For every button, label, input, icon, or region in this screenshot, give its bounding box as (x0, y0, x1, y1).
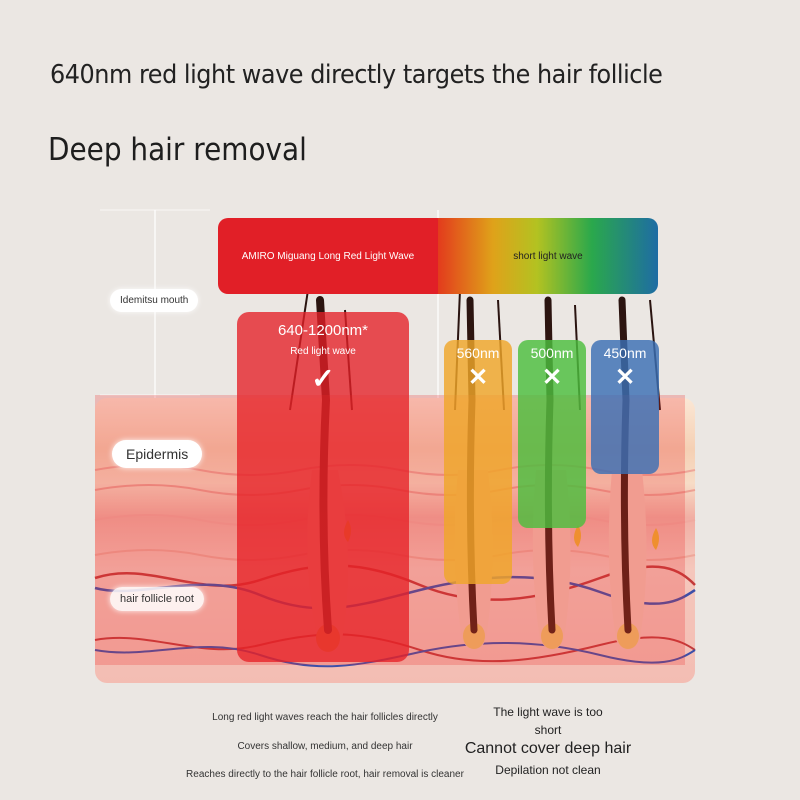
left-note-3: Reaches directly to the hair follicle ro… (186, 769, 464, 780)
right-note-1: The light wave is too (493, 705, 603, 719)
cross-icon: ✕ (467, 364, 489, 391)
long-wave-bar-label: AMIRO Miguang Long Red Light Wave (241, 250, 415, 262)
check-icon: ✓ (311, 363, 335, 394)
left-note-2: Covers shallow, medium, and deep hair (237, 741, 413, 752)
panel-500 (518, 340, 586, 528)
short-wave-bar-label: short light wave (513, 250, 583, 262)
wavelength-500: 500nm (530, 345, 574, 361)
mouth-label: Idemitsu mouth (110, 289, 199, 312)
cross-icon: ✕ (614, 364, 636, 391)
red-light-panel (237, 312, 409, 662)
panel-560 (444, 340, 512, 584)
red-label: Red light wave (290, 346, 356, 357)
cross-icon: ✕ (541, 364, 563, 391)
headline: 640nm red light wave directly targets th… (50, 60, 663, 90)
short-wave-bar: short light wave (438, 218, 658, 294)
page-title: Deep hair removal (48, 132, 307, 168)
wavelength-560: 560nm (456, 345, 500, 361)
red-light-spread (95, 395, 685, 665)
root-label: hair follicle root (110, 587, 204, 611)
left-note-1: Long red light waves reach the hair foll… (212, 712, 438, 723)
right-note-2: short (534, 723, 562, 737)
wavelength-450: 450nm (603, 345, 647, 361)
long-wave-bar: AMIRO Miguang Long Red Light Wave (218, 218, 438, 294)
panel-450 (591, 340, 659, 474)
epidermis-label: Epidermis (112, 440, 203, 468)
red-range: 640-1200nm* (277, 322, 369, 339)
right-note-3: Cannot cover deep hair (464, 740, 632, 757)
right-note-4: Depilation not clean (495, 763, 601, 777)
